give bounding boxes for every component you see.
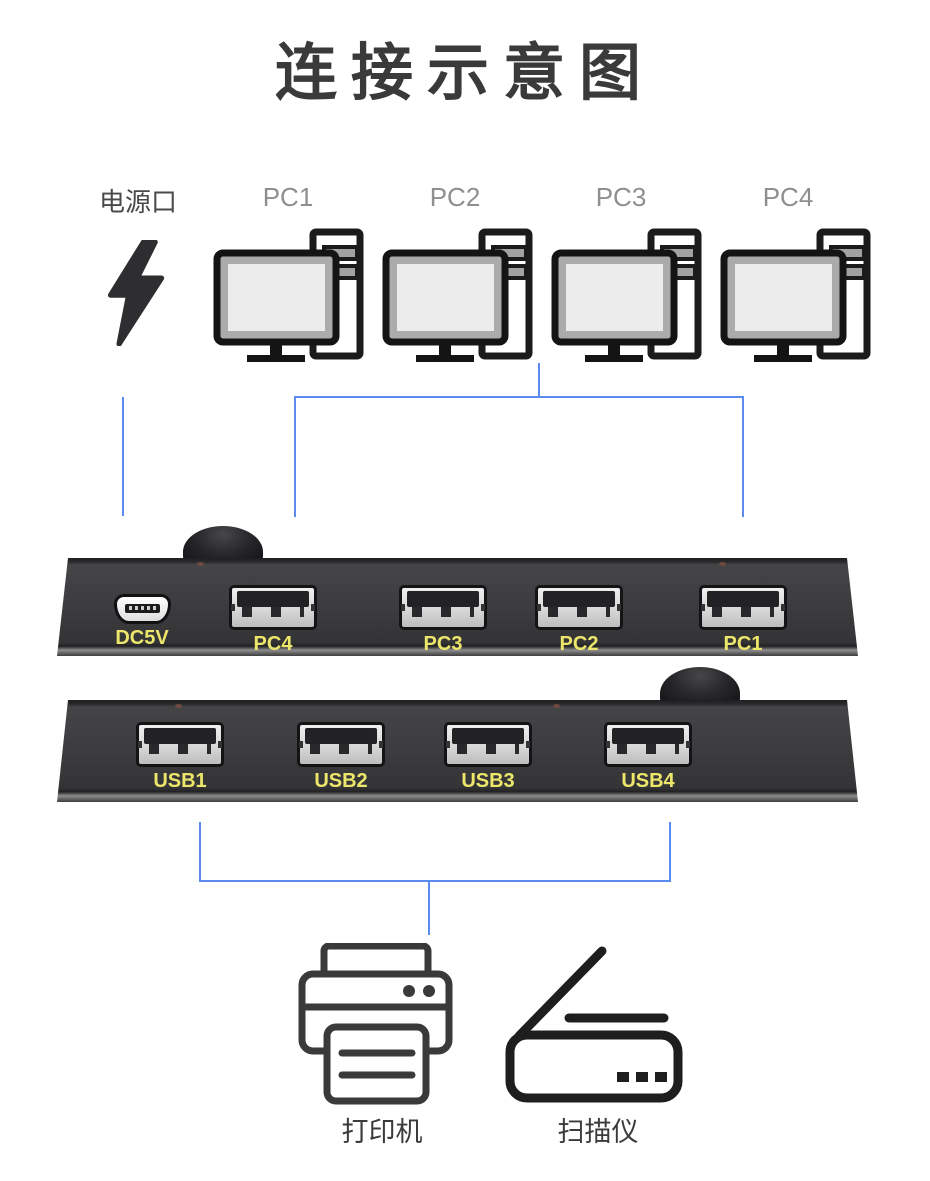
port-label-pc3: PC3: [423, 633, 463, 655]
panel-led-dot: [175, 704, 182, 708]
selector-knob: [660, 667, 740, 706]
port-label-usb4: USB4: [621, 770, 675, 792]
desktop-pc-icon: [720, 228, 871, 362]
pc2-label: PC2: [429, 182, 481, 212]
panel-led-dot: [553, 704, 560, 708]
usb-teeth: [149, 744, 211, 754]
port-label-pc2: PC2: [559, 633, 599, 655]
usb-port-usb2: [297, 722, 385, 767]
usb-port-pc1: [699, 585, 787, 630]
desktop-pc-icon: [382, 228, 533, 362]
desktop-pc-icon: [213, 228, 364, 362]
scanner-icon: [505, 946, 683, 1103]
switch-front-body: DC5V PC4 PC3 PC2 PC1: [57, 558, 858, 656]
scanner-label: 扫描仪: [557, 1117, 639, 1147]
port-label-usb3: USB3: [461, 770, 515, 792]
usb-slot: [144, 728, 216, 744]
usb-bracket-left-line: [199, 822, 201, 882]
usb-switch-back-panel: USB1 USB2 USB3 USB4: [57, 665, 858, 802]
power-connection-line: [122, 397, 124, 516]
usb-port-usb3: [444, 722, 532, 767]
usb-port-pc4: [229, 585, 317, 630]
usb-teeth: [617, 744, 679, 754]
port-label-pc4: PC4: [253, 633, 293, 655]
usb-slot: [612, 728, 684, 744]
usb-slot: [452, 728, 524, 744]
selector-knob: [183, 526, 263, 564]
usb-bracket-horizontal-line: [199, 880, 671, 882]
switch-back-body: USB1 USB2 USB3 USB4: [57, 700, 858, 802]
pc4-label: PC4: [762, 182, 814, 212]
usb-teeth: [412, 607, 474, 617]
pc-bracket-stub-line: [538, 363, 540, 397]
usb-slot: [707, 591, 779, 607]
usb-slot: [237, 591, 309, 607]
usb-teeth: [310, 744, 372, 754]
usb-teeth: [548, 607, 610, 617]
lightning-bolt-icon: [107, 240, 165, 346]
peripheral-stub-line: [428, 882, 430, 935]
panel-led-dot: [719, 562, 726, 566]
usb-port-usb4: [604, 722, 692, 767]
pc1-label: PC1: [262, 182, 314, 212]
pc-bracket-horizontal-line: [294, 396, 744, 398]
micro-usb-pins: [129, 606, 156, 610]
port-label-usb1: USB1: [153, 770, 207, 792]
pc-bracket-right-line: [742, 396, 744, 517]
usb-slot: [407, 591, 479, 607]
dc5v-label: DC5V: [115, 627, 169, 649]
usb-port-pc3: [399, 585, 487, 630]
panel-led-dot: [197, 562, 204, 566]
usb-port-usb1: [136, 722, 224, 767]
usb-teeth: [457, 744, 519, 754]
usb-slot: [305, 728, 377, 744]
usb-bracket-right-line: [669, 822, 671, 882]
pc-bracket-left-line: [294, 396, 296, 517]
printer-icon: [298, 943, 453, 1105]
usb-slot: [543, 591, 615, 607]
dc5v-micro-usb-port: [114, 594, 171, 624]
printer-label: 打印机: [341, 1117, 423, 1147]
usb-teeth: [712, 607, 774, 617]
port-label-pc1: PC1: [723, 633, 763, 655]
port-label-usb2: USB2: [314, 770, 368, 792]
power-port-label: 电源口: [98, 187, 177, 217]
pc3-label: PC3: [595, 182, 647, 212]
usb-teeth: [242, 607, 304, 617]
desktop-pc-icon: [551, 228, 702, 362]
usb-switch-front-panel: DC5V PC4 PC3 PC2 PC1: [57, 525, 858, 656]
usb-port-pc2: [535, 585, 623, 630]
page-title: 连接示意图: [274, 40, 655, 108]
